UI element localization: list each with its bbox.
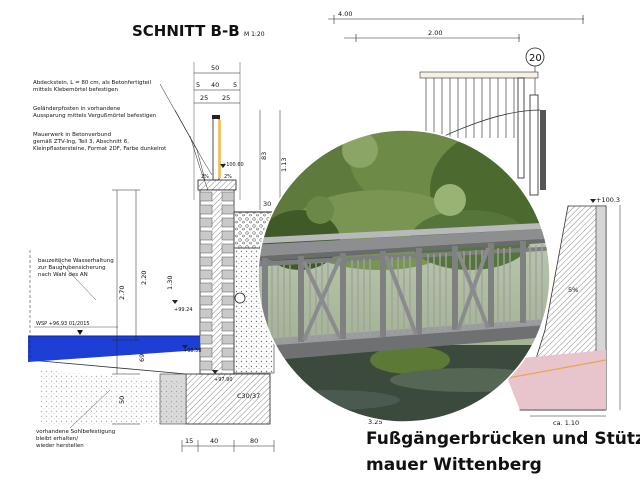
caption-line-1: Fußgängerbrücken und Stütz- [366,429,640,449]
cap-stone [197,179,237,191]
note-7: Kleinpflastersteine, Format 2DF, Farbe d… [33,146,167,152]
dim-3-25: 3.25 [368,418,382,426]
dim-1-13: 1.13 [280,158,288,172]
water-level [28,336,200,362]
brick-wall [199,189,235,375]
dim-25a: 25 [200,94,208,102]
dim-40-b: 40 [210,437,218,445]
level-100-60: +100.60 [222,162,244,168]
bottom-note-3: wieder herstellen [36,443,84,449]
dim-69: 69 [138,354,146,362]
water-note-3: nach Wahl des AN [38,272,88,278]
dim-5b: 5 [233,81,237,89]
right-section-drawing: 4.00 2.00 20 +100.3 [328,10,621,427]
level-97-90: +97.90 [214,377,233,383]
drawing-scale: M 1:20 [244,31,265,38]
note-5: Mauerwerk in Betonverbund [33,132,111,138]
dim-25b: 25 [222,94,230,102]
dim-ca-1-10: ca. 1.10 [553,419,579,427]
bottom-note-1: vorhandene Sohlbefestigung [36,429,115,435]
circle-marker-label: 20 [529,53,542,64]
note-3: Geländerpfosten in vorhandene [33,106,121,112]
note-6: gemäß ZTV-Ing, Teil 3, Abschnitt 6, [33,139,129,145]
concrete-class: C30/37 [237,392,260,400]
dim-4-00: 4.00 [338,10,352,18]
slope-5pct: 5% [568,286,578,294]
wsp-label: WSP +96,93 01/2015 [36,321,90,327]
bottom-note-2: bleibt erhalten/ [36,436,78,442]
level-100-3: +100.3 [596,196,620,204]
dim-30: 30 [263,200,271,208]
dim-80: 80 [250,437,258,445]
dim-83: 83 [260,152,268,160]
dim-2-20: 2.20 [140,271,148,285]
dim-40: 40 [211,81,219,89]
note-4: Aussparung mittels Vergußmörtel befestig… [33,113,157,119]
slope-2pct-a: 2% [201,174,209,180]
slope-2pct-b: 2% [224,174,232,180]
water-note-2: zur Baugrubensicherung [38,265,106,271]
level-99-24: +99.24 [174,307,193,313]
left-section-drawing: SCHNITT B-B M 1:20 Abdeckstein, L = 80 c… [28,22,300,452]
dim-5a: 5 [196,81,200,89]
water-note-1: bauzeitliche Wasserhaltung [38,258,114,264]
drawing-title: SCHNITT B-B [132,22,240,40]
dim-50: 50 [211,64,219,72]
level-98-58: +98.58 [183,348,202,354]
dim-15: 15 [185,437,193,445]
dim-2-70: 2.70 [118,286,126,300]
dim-50-v: 50 [118,396,126,404]
dim-2-00: 2.00 [428,29,442,37]
note-2: mittels Klebemörtel befestigen [33,87,119,93]
caption: Fußgängerbrücken und Stütz- mauer Witten… [366,426,640,478]
caption-line-2: mauer Wittenberg [366,455,542,475]
notes-block: Abdeckstein, L = 80 cm, als Betonfertigt… [33,80,167,152]
note-1: Abdeckstein, L = 80 cm, als Betonfertigt… [33,80,152,86]
dim-1-30: 1.30 [166,276,174,290]
